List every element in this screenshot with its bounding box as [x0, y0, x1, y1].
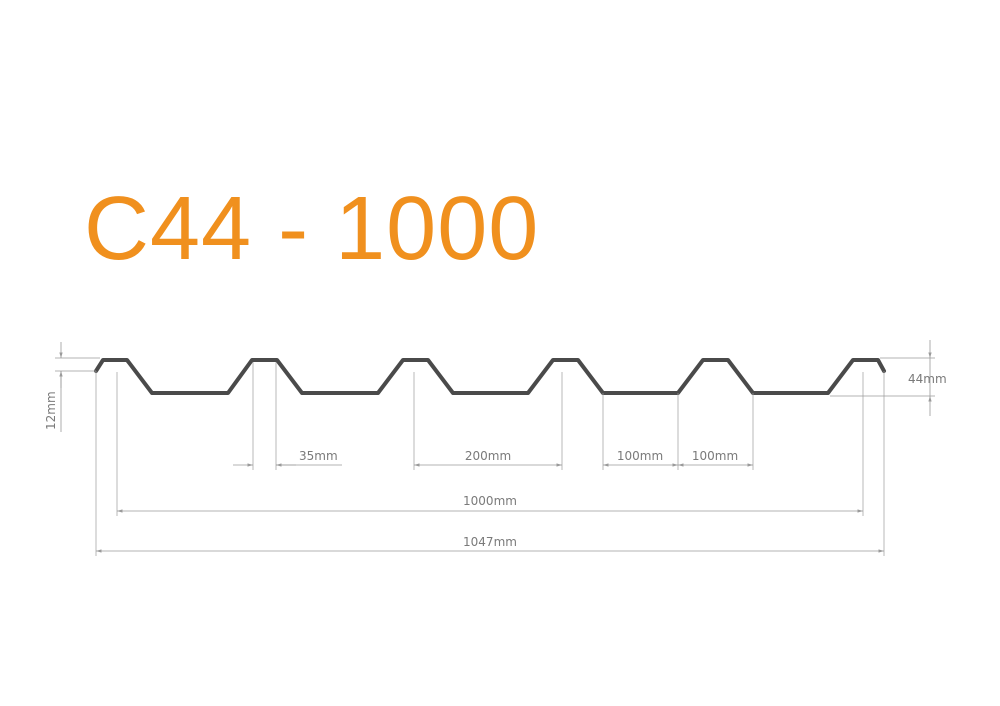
sheet-profile [94, 358, 886, 395]
dim-rib-top-width: 35mm [233, 449, 342, 467]
dim-profile-height: 44mm [908, 340, 947, 416]
extension-lines [55, 357, 935, 556]
label-1000mm: 1000mm [463, 494, 517, 508]
dim-edge-height: 12mm [44, 342, 63, 432]
dim-rib-pitch: 200mm [414, 449, 562, 467]
label-44mm: 44mm [908, 372, 947, 386]
label-35mm: 35mm [299, 449, 338, 463]
dim-overall-width: 1047mm [96, 535, 884, 553]
label-200mm: 200mm [465, 449, 511, 463]
label-100mm-right: 100mm [692, 449, 738, 463]
product-title: C44 - 1000 [84, 179, 540, 279]
dim-cover-width: 1000mm [117, 494, 863, 513]
label-1047mm: 1047mm [463, 535, 517, 549]
dim-pan-widths: 100mm 100mm [603, 449, 753, 467]
label-12mm: 12mm [44, 391, 58, 430]
label-100mm-left: 100mm [617, 449, 663, 463]
